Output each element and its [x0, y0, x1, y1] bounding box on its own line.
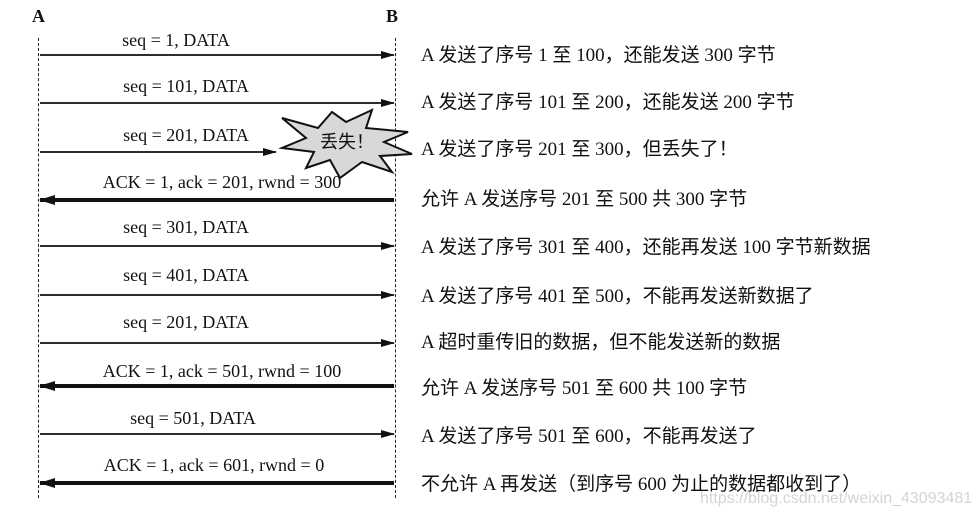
host-b-label: B [386, 6, 399, 26]
host-a-label: A [32, 6, 45, 26]
lost-label: 丢失！ [320, 132, 374, 153]
arrow-label: seq = 201, DATA [123, 125, 249, 145]
arrow-label: seq = 401, DATA [123, 265, 249, 285]
row-note: A 发送了序号 201 至 300，但丢失了！ [421, 139, 738, 160]
row-note: A 发送了序号 401 至 500，不能再发送新数据了 [421, 286, 814, 307]
arrow-label: ACK = 1, ack = 201, rwnd = 300 [102, 172, 342, 192]
arrow-label: seq = 501, DATA [130, 408, 256, 428]
arrow-label: seq = 201, DATA [123, 312, 249, 332]
row-note: A 发送了序号 101 至 200，还能发送 200 字节 [421, 92, 795, 113]
arrow-label: seq = 101, DATA [123, 76, 249, 96]
row-note: 允许 A 发送序号 201 至 500 共 300 字节 [421, 189, 748, 210]
row-note: A 发送了序号 1 至 100，还能发送 300 字节 [421, 45, 776, 66]
explosion-icon [278, 108, 413, 180]
row-note: A 超时重传旧的数据，但不能发送新的数据 [421, 332, 781, 353]
arrow-label: seq = 1, DATA [122, 30, 230, 50]
row-note: 不允许 A 再发送（到序号 600 为止的数据都收到了） [421, 474, 862, 495]
row-note: 允许 A 发送序号 501 至 600 共 100 字节 [421, 378, 748, 399]
row-note: A 发送了序号 501 至 600，不能再发送了 [421, 426, 757, 447]
lifeline-b [395, 38, 396, 498]
arrow-label: ACK = 1, ack = 601, rwnd = 0 [103, 455, 325, 475]
row-note: A 发送了序号 301 至 400，还能再发送 100 字节新数据 [421, 237, 871, 258]
arrow-label: seq = 301, DATA [123, 217, 249, 237]
watermark: https://blog.csdn.net/weixin_43093481 [700, 490, 973, 507]
arrow-label: ACK = 1, ack = 501, rwnd = 100 [102, 361, 342, 381]
lifeline-a [38, 38, 39, 498]
